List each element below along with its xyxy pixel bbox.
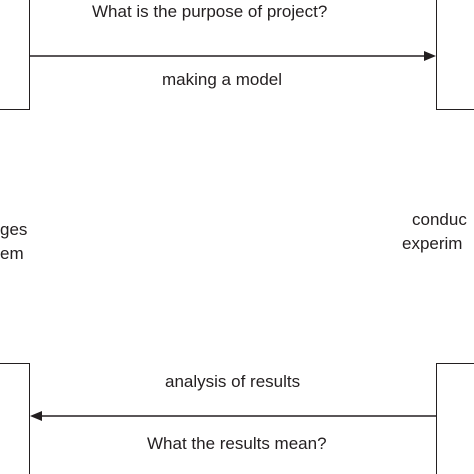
bottom-arrow-activity: analysis of results [165,372,301,391]
top-arrow-head [424,51,436,61]
top-arrow-question: What is the purpose of project? [92,2,328,21]
bottom-arrow-question: What the results mean? [147,434,327,453]
bottom-left-box [0,363,30,474]
top-arrow-activity: making a model [162,70,283,89]
bottom-arrow-head [30,411,42,421]
top-left-box [0,0,30,110]
right-side-label-line1: conduc [412,210,467,229]
top-right-box [436,0,474,110]
bottom-arrow [30,411,436,421]
bottom-right-box [436,363,474,474]
top-arrow [30,51,436,61]
left-side-label-line1: ges [0,220,28,239]
right-side-label-line2: experim [402,234,463,253]
left-side-label-line2: em [0,244,24,263]
